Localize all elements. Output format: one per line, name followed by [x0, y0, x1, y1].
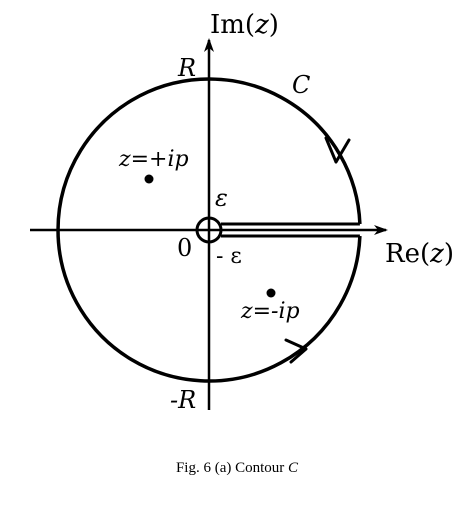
pole-upper-dot: [144, 174, 154, 184]
radius-top-label: R: [177, 54, 196, 82]
pole-lower-label: z=-ip: [240, 299, 300, 324]
origin-label: 0: [177, 234, 192, 262]
figure-caption: Fig. 6 (a) Contour C: [176, 460, 299, 476]
contour-name-label: C: [292, 71, 310, 99]
contour-arrow-upper: [324, 136, 351, 164]
epsilon-upper-label: ε: [215, 184, 228, 212]
pole-upper-label: z=+ip: [118, 147, 189, 172]
epsilon-lower-label: - ε: [216, 244, 242, 269]
contour-arrow-lower: [284, 338, 308, 364]
radius-bottom-label: -R: [170, 386, 196, 414]
pole-lower-dot: [266, 288, 276, 298]
imaginary-axis-label: Im(z): [210, 10, 279, 40]
real-axis-label: Re(z): [385, 239, 454, 269]
